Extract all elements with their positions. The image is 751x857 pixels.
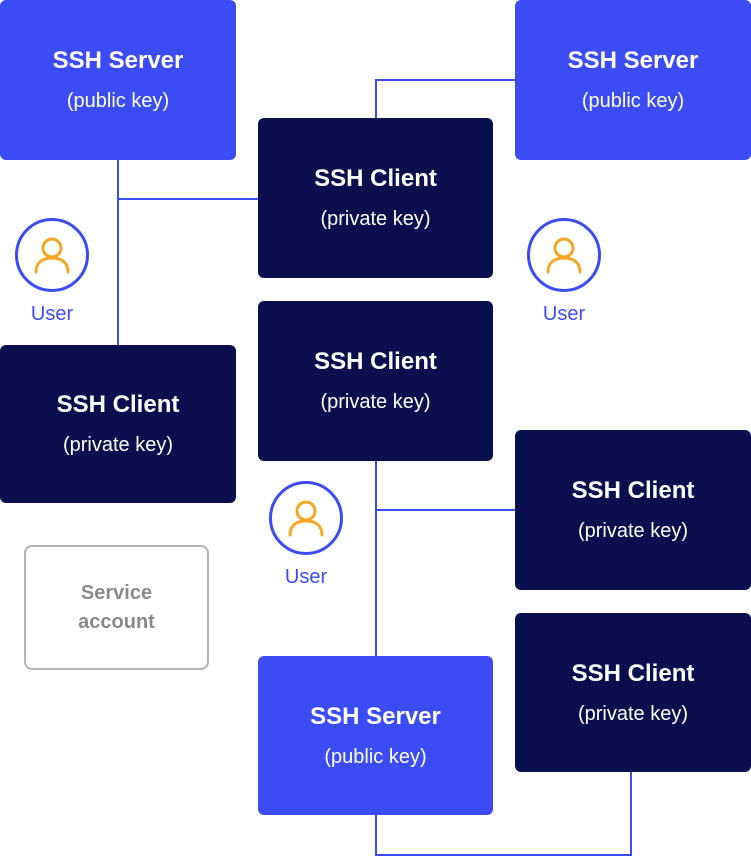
node-subtitle: (private key) xyxy=(577,702,689,725)
node-title: SSH Client xyxy=(314,348,437,375)
ssh-server-node: SSH Server (public key) xyxy=(0,0,236,160)
user-icon xyxy=(15,218,89,292)
node-subtitle: (public key) xyxy=(324,745,427,768)
node-title: SSH Client xyxy=(56,391,180,418)
user-label: User xyxy=(284,566,328,588)
connector-server3-client5 xyxy=(375,772,632,856)
user-label: User xyxy=(542,303,586,325)
service-account-line1: Service xyxy=(80,581,153,604)
service-account-line2: account xyxy=(78,610,155,633)
node-title: SSH Server xyxy=(52,47,184,74)
user-node: User xyxy=(12,218,92,326)
ssh-client-node: SSH Client (private key) xyxy=(258,301,493,461)
node-title: SSH Server xyxy=(567,47,699,74)
node-subtitle: (private key) xyxy=(577,520,689,542)
node-subtitle: (public key) xyxy=(581,90,685,112)
ssh-client-node: SSH Client (private key) xyxy=(515,613,751,772)
user-node: User xyxy=(524,218,604,326)
ssh-server-node: SSH Server (public key) xyxy=(515,0,751,160)
node-subtitle: (private key) xyxy=(320,391,431,413)
connector-server2-client2 xyxy=(375,79,515,118)
ssh-client-node: SSH Client (private key) xyxy=(258,118,493,278)
node-title: SSH Server xyxy=(310,702,441,730)
node-subtitle: (private key) xyxy=(62,434,174,456)
ssh-client-node: SSH Client (private key) xyxy=(0,345,236,503)
node-title: SSH Client xyxy=(571,659,695,687)
node-title: SSH Client xyxy=(314,165,437,192)
user-node: User xyxy=(266,481,346,589)
ssh-client-node: SSH Client (private key) xyxy=(515,430,751,590)
node-subtitle: (private key) xyxy=(320,208,431,230)
node-title: SSH Client xyxy=(571,477,695,504)
node-subtitle: (public key) xyxy=(66,90,170,112)
user-icon xyxy=(527,218,601,292)
user-icon xyxy=(269,481,343,555)
ssh-server-node: SSH Server (public key) xyxy=(258,656,493,815)
user-label: User xyxy=(30,303,74,325)
service-account-node: Service account xyxy=(24,545,209,670)
